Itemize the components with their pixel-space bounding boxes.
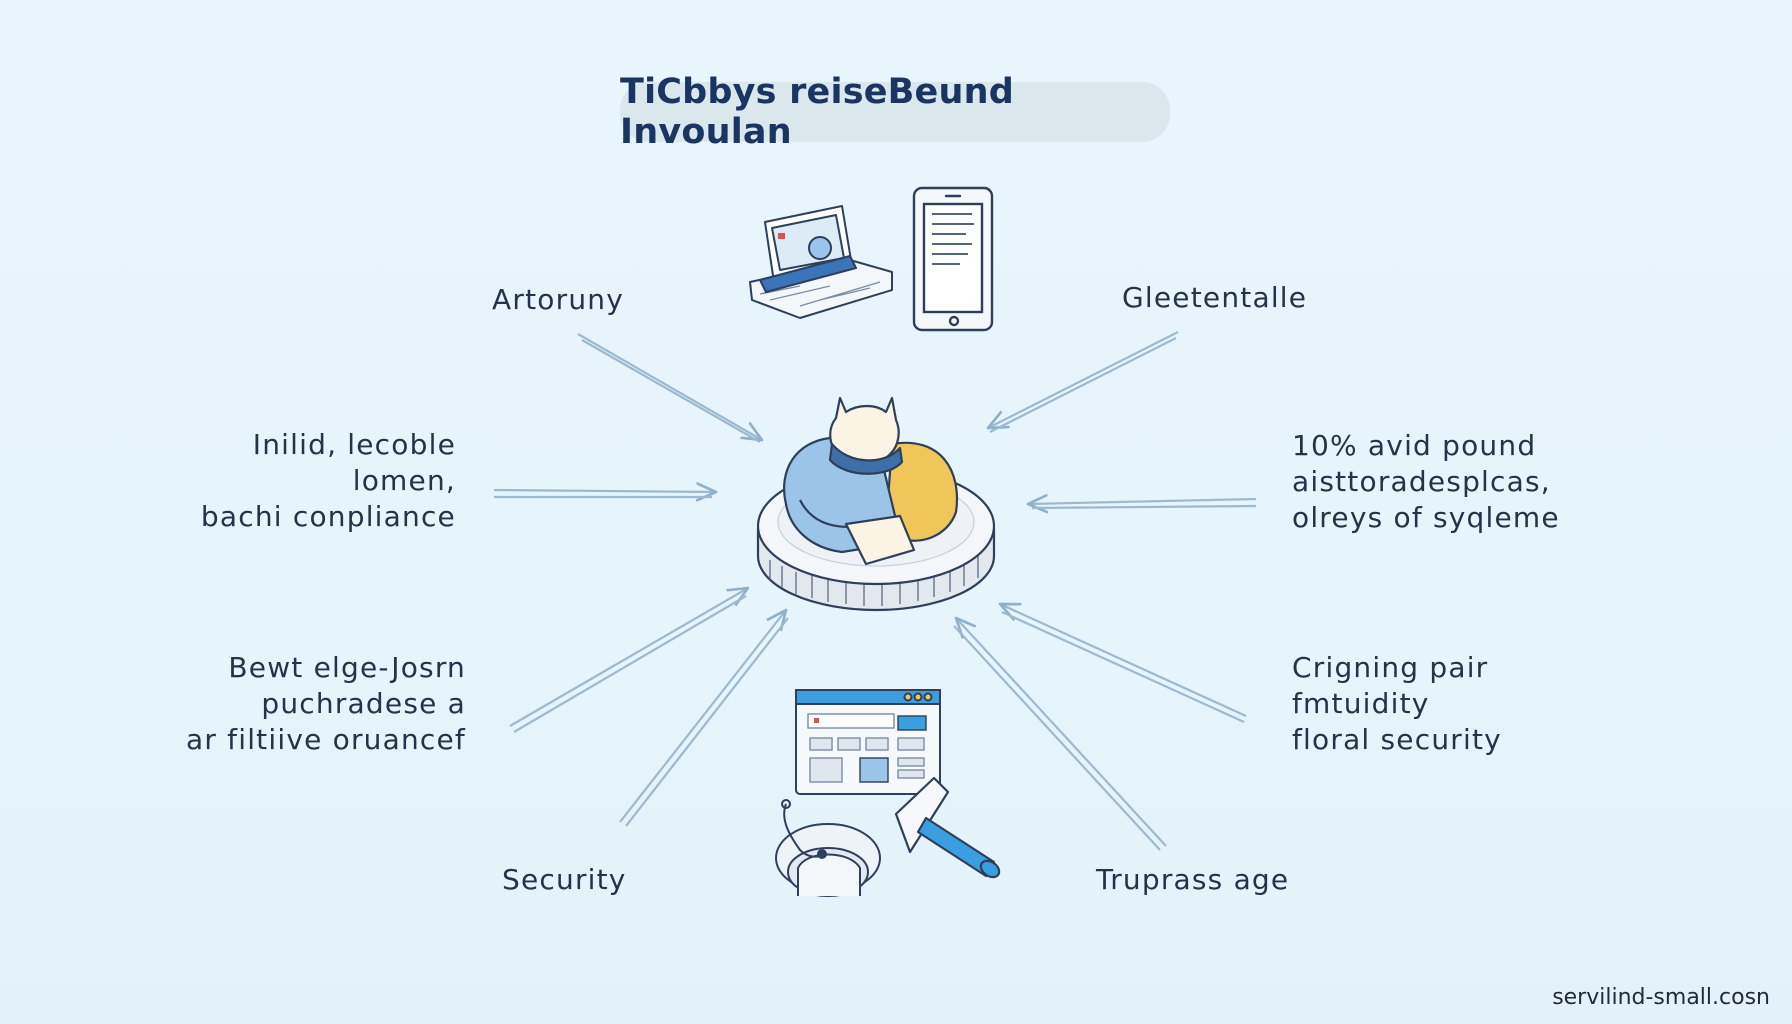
label-mid-left-line-3: bachi conpliance: [200, 500, 456, 533]
arrow-top-left: [577, 333, 762, 443]
arrow-top-right: [988, 331, 1179, 433]
smartphone-icon: [912, 186, 994, 332]
arrow-mid-right: [1028, 499, 1257, 508]
browser-window-icon: [795, 689, 941, 795]
laptop-document-icon: [749, 205, 893, 319]
arrow-low-left: [509, 588, 748, 733]
person-on-platform-icon: [756, 396, 996, 612]
label-top-right: Gleetentalle: [1122, 281, 1308, 314]
label-top-left: Artoruny: [492, 283, 624, 316]
arrow-low-right: [1000, 604, 1247, 724]
label-mid-right: 10% avid pound aisttoradesplcas, olreys …: [1292, 428, 1560, 536]
label-low-right-line-3: floral security: [1292, 723, 1502, 756]
label-low-left: Bewt elge-Josrn puchradese a ar filtiive…: [186, 650, 466, 758]
label-low-right-line-1: Crigning pair: [1292, 651, 1489, 684]
label-mid-left: Inilid, lecoble lomen, bachi conpliance: [201, 427, 456, 535]
hammer-icon: [894, 776, 1001, 879]
label-bottom-right: Truprass age: [1096, 863, 1290, 896]
page-title: TiCbbys reiseBeund Invoulan: [620, 72, 1170, 152]
label-bottom-left: Security: [502, 863, 627, 896]
label-mid-left-line-1: Inilid, lecoble: [252, 428, 456, 461]
robot-vacuum-icon: [775, 799, 881, 897]
label-low-left-line-3: ar filtiive oruancef: [186, 723, 466, 756]
arrow-bottom-right: [953, 618, 1167, 851]
arrow-mid-left: [493, 490, 716, 497]
label-mid-right-line-2: aisttoradesplcas,: [1292, 465, 1551, 498]
label-low-right: Crigning pair fmtuidity floral security: [1292, 650, 1502, 758]
label-low-right-line-2: fmtuidity: [1292, 687, 1430, 720]
label-mid-right-line-3: olreys of syqleme: [1292, 501, 1560, 534]
label-mid-right-line-1: 10% avid pound: [1292, 429, 1537, 462]
footer-url: servilind-small.cosn: [1552, 985, 1770, 1010]
label-low-left-line-2: puchradese a: [261, 687, 466, 720]
label-mid-left-line-2: lomen,: [352, 464, 456, 497]
label-low-left-line-1: Bewt elge-Josrn: [228, 651, 466, 684]
arrow-bottom-left: [619, 610, 789, 827]
